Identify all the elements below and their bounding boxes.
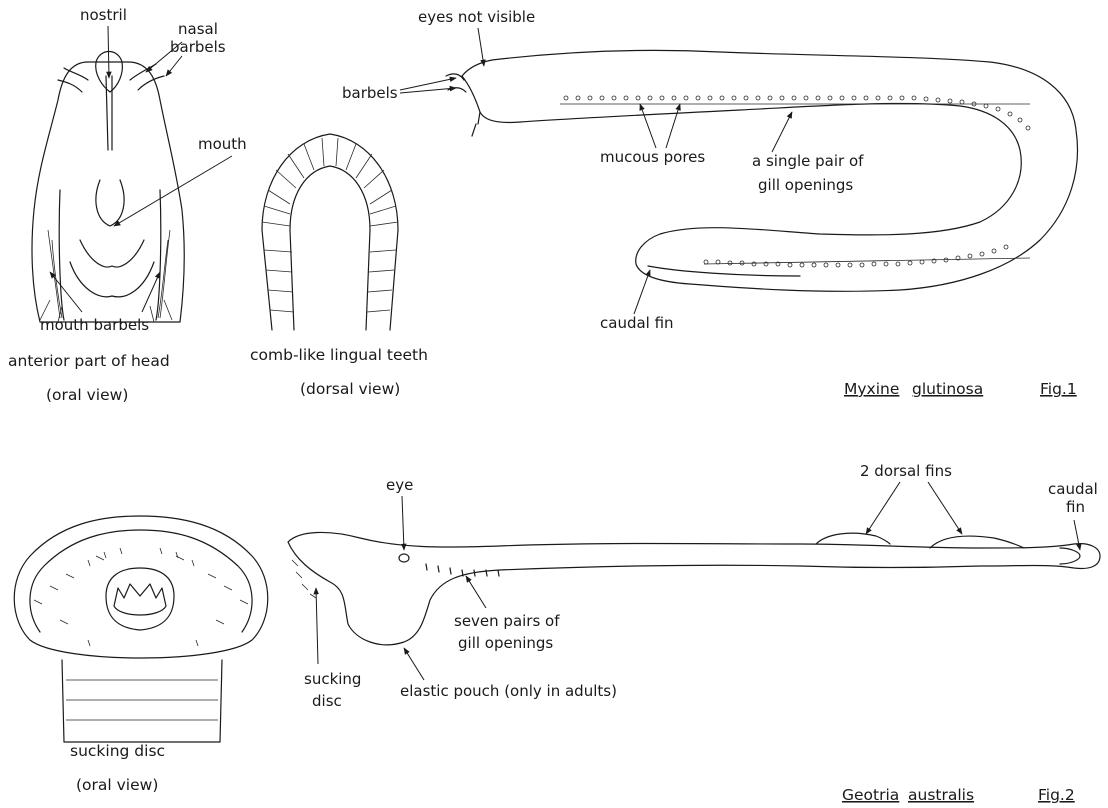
nasal-barbel-arrow-2 — [166, 56, 182, 76]
gill-pairs-label-2: gill openings — [458, 634, 553, 652]
hagfish-head-labels: nostril nasal barbels mouth mouth barbel… — [8, 6, 247, 404]
caudal-fin-label: caudal fin — [600, 314, 674, 332]
eye-label: eye — [386, 476, 413, 494]
dorsal-fins-label: 2 dorsal fins — [860, 462, 952, 480]
sucking-disc-label-2: disc — [312, 692, 342, 710]
disc-view: (oral view) — [76, 776, 158, 794]
fig2-genus: Geotria — [842, 786, 899, 804]
fig1-species: glutinosa — [912, 380, 983, 398]
mouth-arrow — [114, 156, 232, 226]
nasal-barbel-arrow-1 — [146, 42, 182, 72]
eyes-arrow — [478, 28, 484, 66]
lamprey-eye — [399, 554, 409, 562]
sucking-disc-label-1: sucking — [304, 670, 361, 688]
pores-arrow-1 — [640, 104, 656, 148]
teeth-view: (dorsal view) — [300, 380, 400, 398]
hagfish-head-drawing — [32, 52, 184, 323]
mouth-barbel-arrow-2 — [142, 272, 160, 312]
hagfish-body-labels: eyes not visible barbels mucous pores a … — [342, 8, 1077, 398]
gill-arrow — [772, 112, 792, 152]
mouth-label: mouth — [198, 135, 247, 153]
nasal-barbels-label-1: nasal — [178, 20, 218, 38]
dorsal-fin-arrow-1 — [866, 482, 900, 534]
head-view: (oral view) — [46, 386, 128, 404]
mucous-pores-label: mucous pores — [600, 148, 705, 166]
barbels-arrow-1 — [400, 78, 456, 90]
eye-arrow — [402, 496, 404, 550]
dorsal-fin-arrow-2 — [928, 482, 962, 534]
lingual-teeth-drawing — [262, 134, 398, 330]
sucking-disc-drawing — [14, 516, 268, 742]
gill-pairs-label-1: seven pairs of — [454, 612, 560, 630]
sucking-disc-arrow — [316, 588, 318, 664]
lamprey-body-labels: eye 2 dorsal fins caudal fin seven pairs… — [304, 462, 1098, 804]
pores-arrow-2 — [666, 104, 680, 148]
fig2-species: australis — [908, 786, 974, 804]
barbels-label: barbels — [342, 84, 398, 102]
caudal-arrow — [634, 270, 650, 314]
lingual-teeth-labels: comb-like lingual teeth (dorsal view) — [250, 346, 428, 398]
nasal-barbels-label-2: barbels — [170, 38, 226, 56]
barbels-arrow-2 — [400, 88, 456, 93]
fig1-label: Fig.1 — [1040, 380, 1077, 398]
hagfish-body-drawing — [446, 50, 1078, 291]
nostril-label: nostril — [80, 6, 127, 24]
teeth-caption: comb-like lingual teeth — [250, 346, 428, 364]
fig1-genus: Myxine — [844, 380, 899, 398]
head-caption: anterior part of head — [8, 352, 170, 370]
disc-caption: sucking disc — [70, 742, 165, 760]
elastic-pouch-arrow — [404, 648, 424, 680]
mouth-barbels-label: mouth barbels — [40, 316, 149, 334]
gill-openings-label-1: a single pair of — [752, 152, 864, 170]
gill-pairs-arrow — [466, 576, 486, 608]
sucking-disc-labels: sucking disc (oral view) — [70, 742, 165, 794]
eyes-not-visible-label: eyes not visible — [418, 8, 535, 26]
caudal-fin-arrow — [1074, 520, 1080, 550]
nostril-arrow — [108, 26, 109, 78]
lamprey-body-drawing — [288, 532, 1100, 644]
caudal-fin-label-2: fin — [1066, 498, 1085, 516]
gill-openings-label-2: gill openings — [758, 176, 853, 194]
caudal-fin-label-1: caudal — [1048, 480, 1098, 498]
fig2-label: Fig.2 — [1038, 786, 1075, 804]
elastic-pouch-label: elastic pouch (only in adults) — [400, 682, 617, 700]
